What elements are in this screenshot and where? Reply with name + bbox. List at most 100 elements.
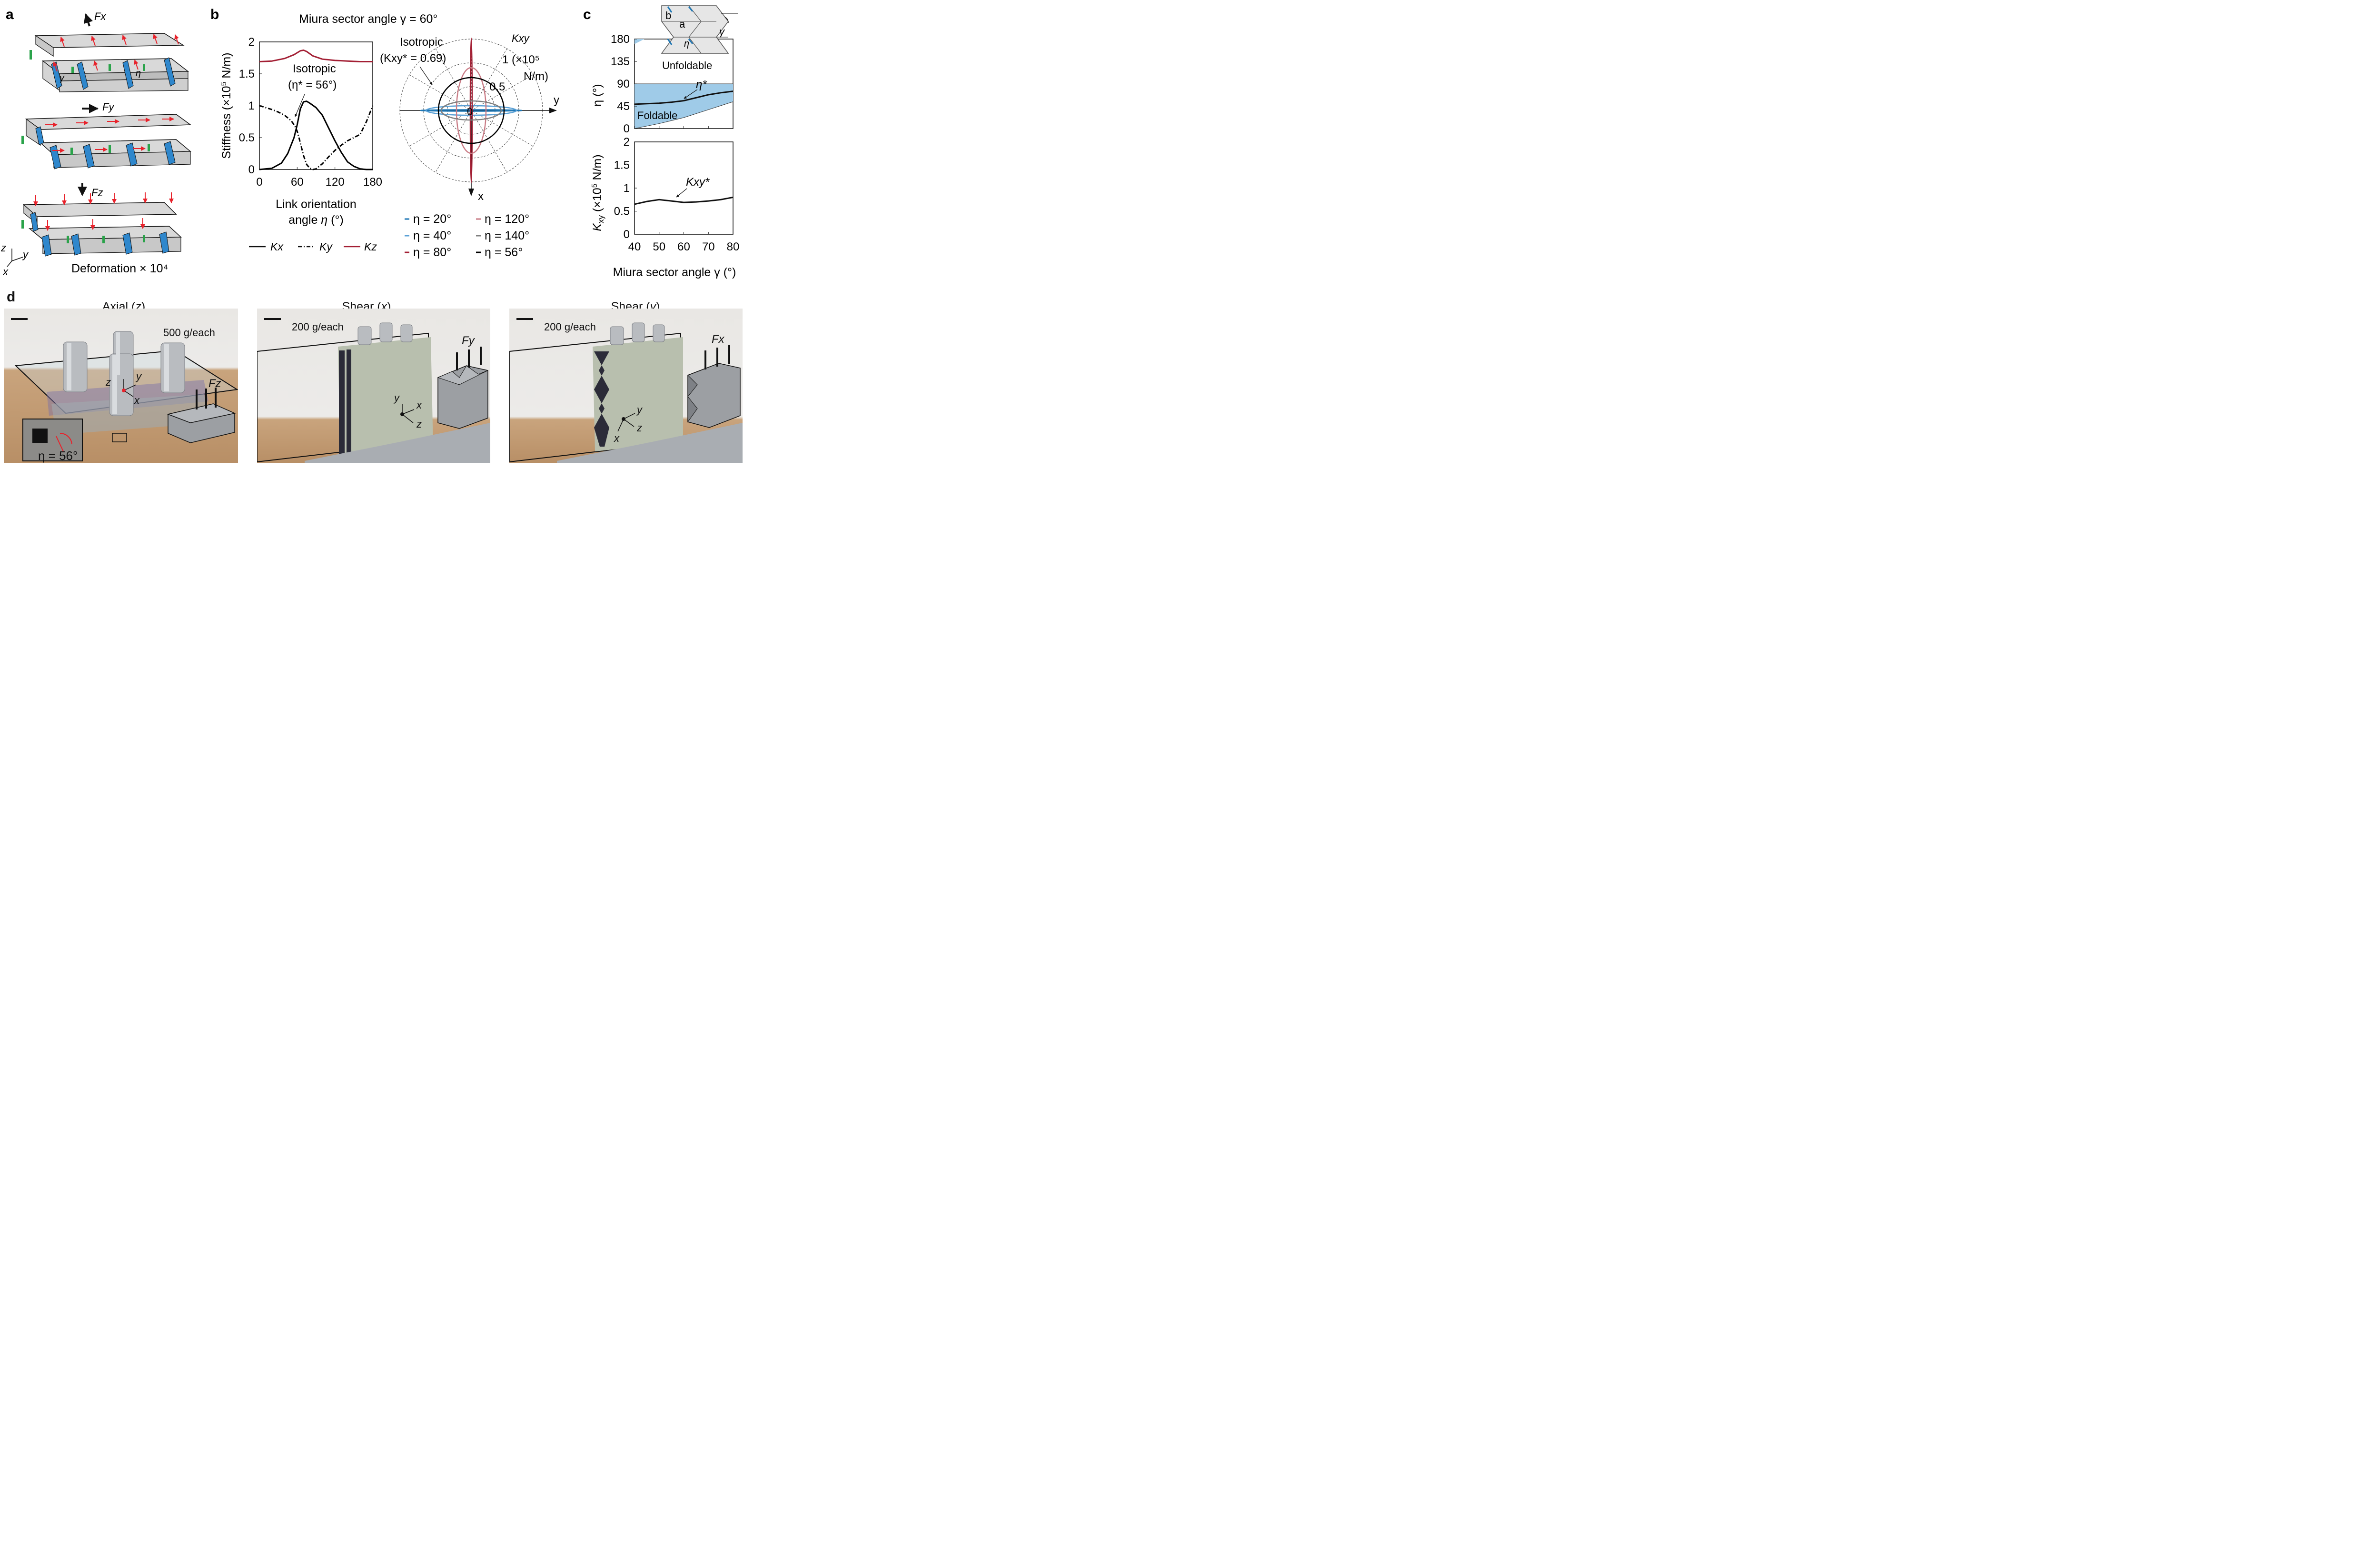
y-tick-label: 0 xyxy=(248,163,255,176)
polar-ellipse xyxy=(425,105,517,116)
series-line-kz xyxy=(259,49,373,63)
top-ylabel: η (°) xyxy=(591,84,604,107)
photo2-axis-z: z xyxy=(416,418,422,430)
inset-label-a: a xyxy=(679,18,685,30)
stiffness-axis-title: Stiffness (×105 N/m) xyxy=(220,52,233,159)
polar-unit-2: N/m) xyxy=(524,70,548,83)
series-line-ky xyxy=(259,105,374,170)
polar-ellipse xyxy=(469,37,473,184)
eta-legend-label: η = 20° xyxy=(413,212,451,226)
polar-center-label: 0 xyxy=(467,106,473,118)
unit-cell-inset xyxy=(661,5,738,54)
origami-structure-fy: Fy xyxy=(21,101,192,170)
eta-legend-label: η = 80° xyxy=(413,246,451,259)
series-line-kx xyxy=(259,100,373,170)
region-unfoldable: Unfoldable xyxy=(662,60,712,71)
inset-label-b: b xyxy=(665,10,671,21)
y-tick-label: 0.5 xyxy=(614,205,630,218)
photo1-axis-z: z xyxy=(105,376,111,388)
angle-gamma-label: γ xyxy=(60,73,65,83)
y-tick-label: 1 xyxy=(624,182,630,195)
eta-legend: η = 20°η = 40°η = 80°η = 120°η = 140°η =… xyxy=(405,212,529,259)
origami-structure-fx: Fx γ η xyxy=(30,10,189,92)
region-foldable: Foldable xyxy=(637,110,677,121)
photo2-force: Fy xyxy=(462,334,476,347)
y-tick-label: 1.5 xyxy=(239,68,255,80)
panel-c-letter: c xyxy=(583,7,591,22)
origami-structure-fz: Fz xyxy=(21,183,182,257)
stiffness-legend: Kx Ky Kz xyxy=(249,240,377,253)
panel-a-letter: a xyxy=(6,7,14,22)
polar-axis-x: x xyxy=(478,190,484,203)
polar-y-arrow xyxy=(549,108,557,113)
eta-legend-label: η = 56° xyxy=(485,246,523,259)
polar-pointer xyxy=(419,66,433,85)
force-label-fx: Fx xyxy=(94,10,106,22)
y-tick-label: 2 xyxy=(624,136,630,149)
polar-unit-1: 1 (×10⁵ xyxy=(502,53,540,66)
eta-legend-label: η = 40° xyxy=(413,229,451,242)
link-orientation-label-1: Link orientation xyxy=(276,198,357,211)
polar-ring-05: 0.5 xyxy=(489,80,505,93)
kxy-star-curve xyxy=(634,196,734,205)
bottom-ylabel: Kxy (×105 N/m) xyxy=(591,154,605,231)
isotropic-note-1: Isotropic xyxy=(293,62,336,75)
photo-shear-y-test: y z x 200 g/each Fx xyxy=(509,309,743,463)
panel-b-title: Miura sector angle γ = 60° xyxy=(299,12,437,26)
curve-label-eta-star: η* xyxy=(696,78,707,91)
polar-ellipse xyxy=(440,100,502,121)
x-tick-label: 0 xyxy=(256,176,262,189)
y-tick-label: 45 xyxy=(617,100,630,113)
photo1-force: Fz xyxy=(208,377,221,390)
x-tick-label: 40 xyxy=(628,240,641,253)
kxy-star-pointer xyxy=(676,188,687,198)
link-orientation-label-2: angle η (°) xyxy=(288,213,344,227)
eta-legend-label: η = 120° xyxy=(485,212,529,226)
bottom-plot-frame xyxy=(634,141,734,235)
axis-x-a: x xyxy=(2,266,9,278)
eta-star-pointer xyxy=(684,89,698,99)
force-label-fz: Fz xyxy=(91,187,103,199)
isotropic-pointer-b xyxy=(295,94,305,117)
panel-b-letter: b xyxy=(210,7,219,22)
y-tick-label: 90 xyxy=(617,78,630,90)
polar-ellipse xyxy=(456,67,487,154)
polar-note-1: Isotropic xyxy=(400,36,443,49)
panel-a: a Fx γ η xyxy=(0,7,192,278)
y-tick-label: 180 xyxy=(611,33,630,46)
polar-note-2: (Kxy* = 0.69) xyxy=(380,52,446,65)
figure: a Fx γ η xyxy=(0,0,746,466)
inset-eta: η xyxy=(684,39,689,49)
axis-triad-a xyxy=(7,249,23,267)
x-tick-label: 180 xyxy=(363,176,382,189)
photo-shear-x-test: y x z 200 g/each Fy xyxy=(257,309,490,463)
polar-x-arrow xyxy=(468,189,474,196)
polar-plot xyxy=(399,37,557,196)
bottom-xlabel: Miura sector angle γ (°) xyxy=(613,266,736,279)
y-tick-label: 0 xyxy=(624,122,630,135)
panel-d-letter: d xyxy=(7,289,16,305)
y-tick-label: 1.5 xyxy=(614,159,630,172)
isotropic-note-2: (η* = 56°) xyxy=(288,79,337,91)
legend-kz: Kz xyxy=(364,240,377,253)
y-tick-label: 1 xyxy=(248,100,255,112)
photo2-axis-x: x xyxy=(416,399,422,411)
polar-axis-y: y xyxy=(554,94,559,107)
force-label-fy: Fy xyxy=(102,101,115,113)
x-tick-label: 60 xyxy=(677,240,690,253)
curve-label-kxy-star: Kxy* xyxy=(686,176,710,189)
foldable-lower-boundary xyxy=(634,101,734,129)
x-tick-label: 70 xyxy=(702,240,715,253)
foldable-region xyxy=(635,84,733,129)
upper-corner-region xyxy=(635,39,645,44)
photo3-axis-x: x xyxy=(614,432,620,444)
eta-star-curve xyxy=(634,90,734,105)
photo1-inset-eta: η = 56° xyxy=(38,449,78,463)
axis-z-a: z xyxy=(0,242,6,254)
legend-ky: Ky xyxy=(319,240,333,253)
x-tick-label: 80 xyxy=(727,240,740,253)
